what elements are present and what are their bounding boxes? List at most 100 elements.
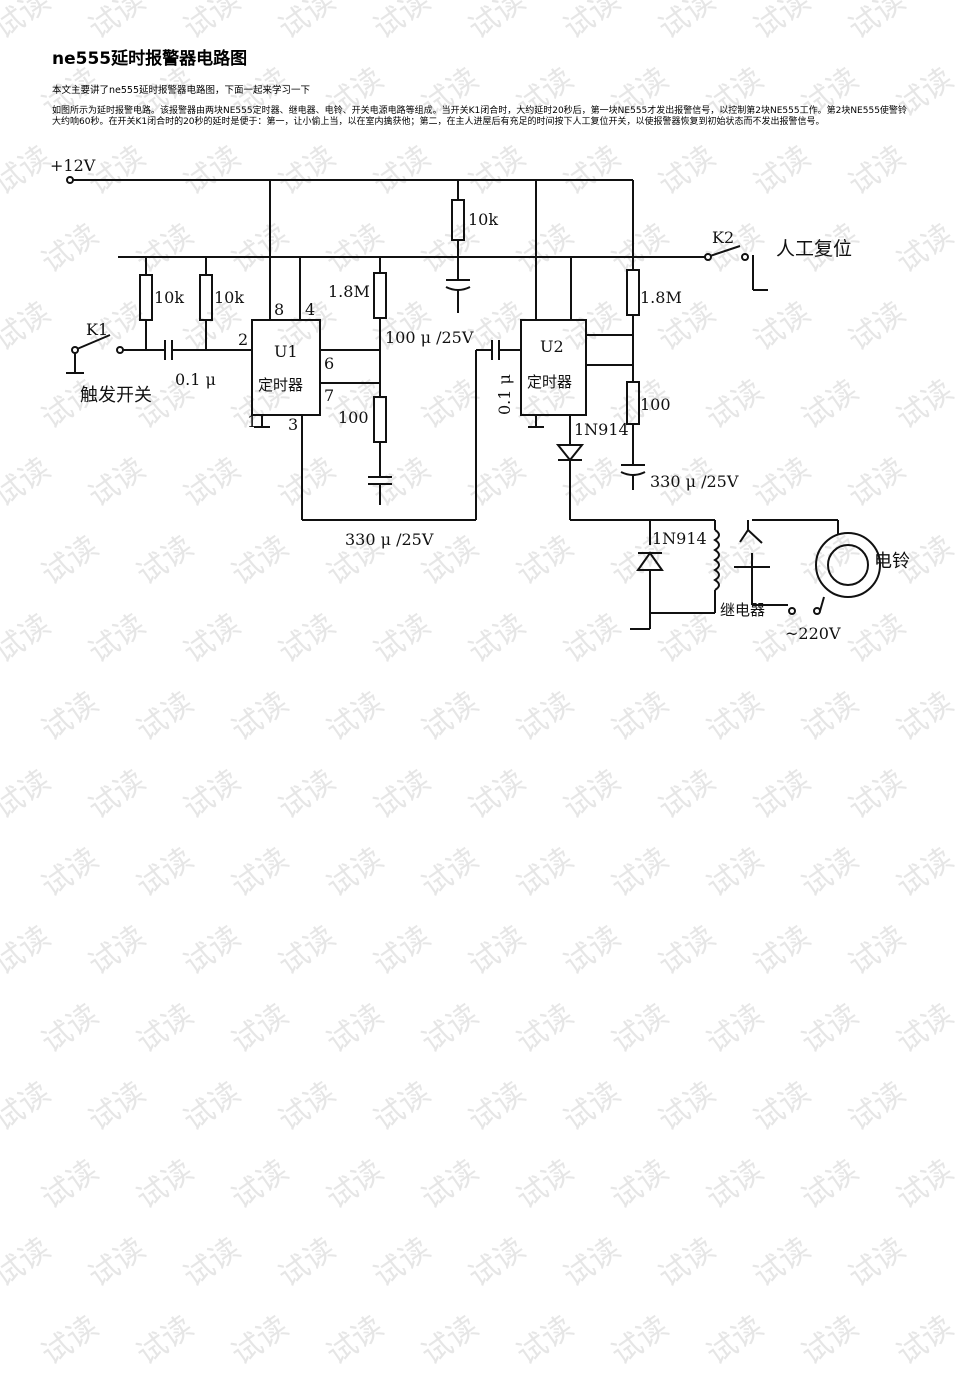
watermark-text: 试读 (510, 841, 580, 905)
u1-desc: 定时器 (258, 376, 303, 394)
watermark-text: 试读 (557, 1231, 627, 1295)
watermark-text: 试读 (35, 1309, 105, 1373)
watermark-text: 试读 (367, 919, 437, 983)
watermark-text: 试读 (130, 1153, 200, 1217)
watermark-text: 试读 (652, 1075, 722, 1139)
watermark-text: 试读 (272, 919, 342, 983)
watermark-text: 试读 (35, 1153, 105, 1217)
watermark-text: 试读 (557, 763, 627, 827)
watermark-text: 试读 (82, 1075, 152, 1139)
c-330u-a-label: 330 μ /25V (650, 472, 739, 491)
watermark-text: 试读 (82, 0, 152, 47)
circuit-diagram: +12V K2 人工复位 K1 触发开关 10k 10k 10k 1.8M 1.… (50, 156, 910, 643)
watermark-text: 试读 (82, 763, 152, 827)
diode-b-label: 1N914 (652, 529, 707, 548)
u2-desc: 定时器 (527, 373, 572, 391)
watermark-text: 试读 (795, 685, 865, 749)
watermark-text: 试读 (225, 997, 295, 1061)
watermark-text: 试读 (795, 1153, 865, 1217)
watermark-text: 试读 (367, 0, 437, 47)
k1-label: K1 (86, 320, 108, 339)
document-paragraph: 如图所示为延时报警电路。该报警器由两块NE555定时器、继电器、电铃、开关电源电… (52, 106, 907, 127)
watermark-text: 试读 (35, 841, 105, 905)
mains-label: ~220V (785, 624, 841, 643)
watermark-text: 试读 (177, 919, 247, 983)
u1-name: U1 (274, 342, 298, 361)
reset-label: 人工复位 (776, 238, 852, 260)
watermark-text: 试读 (462, 919, 532, 983)
watermark-text: 试读 (842, 1231, 912, 1295)
r-10k-a-label: 10k (154, 288, 184, 307)
watermark-text: 试读 (415, 1309, 485, 1373)
trigger-label: 触发开关 (80, 385, 152, 406)
c-01u-b-label: 0.1 μ (495, 374, 514, 415)
watermark-text: 试读 (700, 1153, 770, 1217)
pin-8: 8 (274, 300, 284, 319)
watermark-text: 试读 (462, 1231, 532, 1295)
watermark-text: 试读 (272, 763, 342, 827)
watermark-text: 试读 (842, 1075, 912, 1139)
watermark-text: 试读 (320, 1309, 390, 1373)
watermark-text: 试读 (747, 1231, 817, 1295)
watermark-text: 试读 (320, 841, 390, 905)
watermark-text: 试读 (747, 0, 817, 47)
watermark-text: 试读 (0, 1231, 57, 1295)
watermark-text: 试读 (842, 0, 912, 47)
watermark-text: 试读 (747, 919, 817, 983)
watermark-text: 试读 (747, 1075, 817, 1139)
watermark-text: 试读 (130, 997, 200, 1061)
watermark-text: 试读 (652, 0, 722, 47)
r-10k-b-label: 10k (214, 288, 244, 307)
watermark-text: 试读 (747, 763, 817, 827)
watermark-text: 试读 (415, 841, 485, 905)
c-01u-a-label: 0.1 μ (175, 370, 216, 389)
bell-label: 电铃 (874, 551, 910, 572)
document-intro: 本文主要讲了ne555延时报警器电路图，下面一起来学习一下 (52, 85, 310, 96)
watermark-text: 试读 (652, 1231, 722, 1295)
watermark-text: 试读 (510, 1309, 580, 1373)
r-100-a-label: 100 (338, 408, 369, 427)
watermark-text: 试读 (415, 685, 485, 749)
watermark-text: 试读 (225, 1309, 295, 1373)
k2-label: K2 (712, 228, 734, 247)
u2-name: U2 (540, 337, 564, 356)
pin-4: 4 (305, 300, 315, 319)
watermark-text: 试读 (795, 1309, 865, 1373)
document-title: ne555延时报警器电路图 (52, 49, 248, 69)
watermark-text: 试读 (890, 1309, 960, 1373)
watermark-text: 试读 (415, 997, 485, 1061)
watermark-text: 试读 (367, 1075, 437, 1139)
watermark-text: 试读 (0, 0, 57, 47)
watermark-text: 试读 (890, 685, 960, 749)
watermark-text: 试读 (367, 763, 437, 827)
watermark-text: 试读 (225, 1153, 295, 1217)
watermark-text: 试读 (842, 919, 912, 983)
watermark-text: 试读 (795, 841, 865, 905)
r-1m8-a-label: 1.8M (328, 282, 370, 301)
pin-7: 7 (324, 386, 334, 405)
watermark-text: 试读 (557, 919, 627, 983)
r-1m8-b-label: 1.8M (640, 288, 682, 307)
watermark-text: 试读 (272, 1075, 342, 1139)
watermark-text: 试读 (605, 1153, 675, 1217)
r-10k-c-label: 10k (468, 210, 498, 229)
watermark-text: 试读 (320, 997, 390, 1061)
watermark-text: 试读 (510, 1153, 580, 1217)
watermark-text: 试读 (890, 841, 960, 905)
pin-1: 1 (247, 412, 257, 431)
watermark-text: 试读 (462, 763, 532, 827)
watermark-text: 试读 (225, 841, 295, 905)
watermark-text: 试读 (557, 1075, 627, 1139)
watermark-text: 试读 (605, 997, 675, 1061)
watermark-text: 试读 (890, 1153, 960, 1217)
pin-2: 2 (238, 330, 248, 349)
watermark-text: 试读 (652, 763, 722, 827)
r-100-b-label: 100 (640, 395, 671, 414)
watermark-text: 试读 (700, 841, 770, 905)
watermark-text: 试读 (462, 0, 532, 47)
watermark-text: 试读 (320, 685, 390, 749)
watermark-text: 试读 (272, 1231, 342, 1295)
watermark-text: 试读 (700, 1309, 770, 1373)
watermark-text: 试读 (177, 1075, 247, 1139)
watermark-text: 试读 (605, 841, 675, 905)
